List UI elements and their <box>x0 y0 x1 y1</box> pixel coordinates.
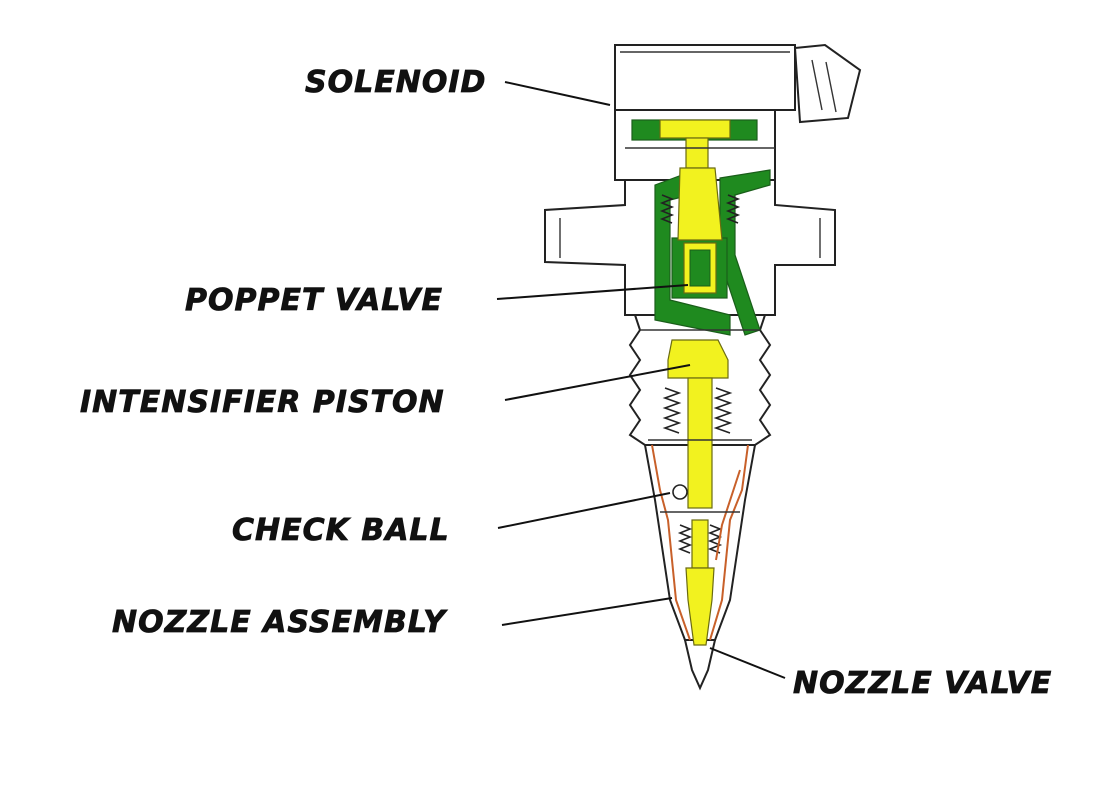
fuel-passage-inner <box>715 469 741 561</box>
needle-spring-left <box>677 524 693 554</box>
label-nozzle-valve: NOZZLE VALVE <box>793 666 1052 701</box>
connector-detail-2 <box>825 61 837 113</box>
fuel-passages <box>651 444 749 641</box>
piston-spring-left <box>662 387 682 434</box>
springs <box>659 194 741 554</box>
solenoid-housing <box>614 44 796 111</box>
label-nozzle-assembly: NOZZLE ASSEMBLY <box>112 605 448 640</box>
armature <box>659 119 731 139</box>
oil-passage-right <box>719 169 771 336</box>
plunger <box>687 377 713 509</box>
label-check-ball: CHECK BALL <box>232 513 450 548</box>
connector-detail-1 <box>811 59 823 111</box>
poppet-spring-right <box>725 194 741 224</box>
leader-nozzle-valve <box>709 647 786 679</box>
label-solenoid: SOLENOID <box>305 65 486 100</box>
nozzle-needle <box>685 567 715 646</box>
internal-details <box>625 147 775 513</box>
intensifier-piston-head <box>667 339 729 379</box>
leader-solenoid <box>504 81 611 106</box>
poppet-valve-core <box>689 249 711 287</box>
fuel-passage-right <box>709 444 749 641</box>
poppet-spring-left <box>659 194 675 224</box>
poppet-upper <box>677 167 723 241</box>
needle-spring-right <box>707 524 723 554</box>
labels: SOLENOID POPPET VALVE INTENSIFIER PISTON… <box>80 65 1052 702</box>
label-poppet-valve: POPPET VALVE <box>185 283 443 318</box>
leader-nozzle-assembly <box>501 597 673 626</box>
needle-upper <box>691 519 709 569</box>
leader-check-ball <box>497 492 671 529</box>
moving-parts <box>659 119 731 646</box>
leader-intensifier-piston <box>504 364 691 401</box>
fuel-passage-left <box>651 444 691 641</box>
poppet-stem <box>685 137 709 169</box>
piston-spring-right <box>713 387 733 434</box>
leader-lines <box>496 81 786 679</box>
electrical-connector <box>793 43 862 124</box>
label-intensifier-piston: INTENSIFIER PISTON <box>80 385 445 420</box>
leader-poppet-valve <box>496 284 689 300</box>
check-ball <box>672 484 688 500</box>
